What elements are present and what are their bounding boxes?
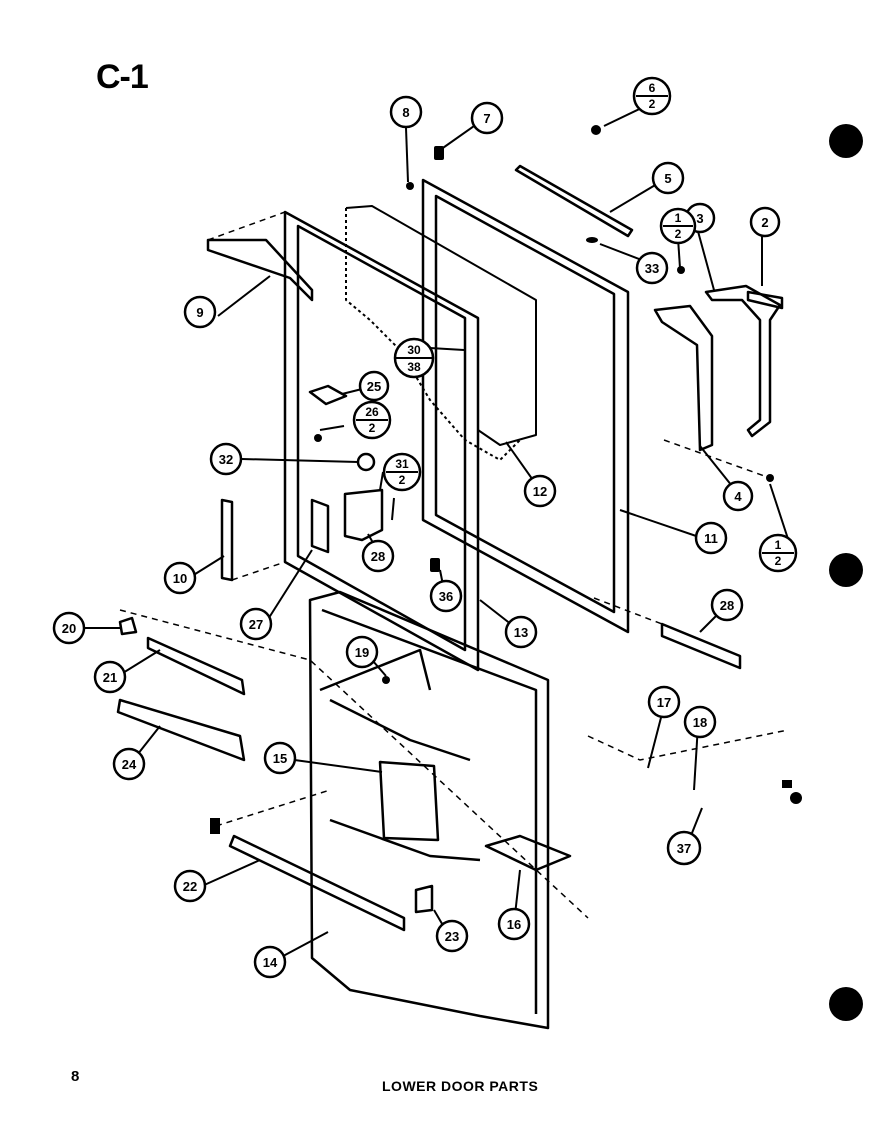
part-side-strip — [220, 498, 234, 582]
part-door-liner — [308, 590, 550, 1030]
callout-5 — [651, 161, 685, 195]
callout-32 — [209, 442, 243, 476]
callout-13 — [504, 615, 538, 649]
callout-20 — [52, 611, 86, 645]
part-center-plate — [378, 760, 440, 842]
callout-label: 4 — [734, 489, 742, 504]
callout-19 — [345, 635, 379, 669]
callout-8 — [389, 95, 423, 129]
fraction-bottom: 2 — [399, 473, 406, 487]
binder-hole-bottom — [829, 987, 863, 1021]
callout-label: 36 — [439, 589, 453, 604]
callout-33 — [635, 251, 669, 285]
fraction-top: 6 — [649, 81, 656, 95]
binder-hole-middle — [829, 553, 863, 587]
callout-label: 12 — [533, 484, 547, 499]
callout-25 — [358, 370, 390, 402]
callout-16 — [497, 907, 531, 941]
callout-label: 19 — [355, 645, 369, 660]
fraction-top: 31 — [395, 457, 409, 471]
callout-label: 25 — [367, 379, 381, 394]
part-outer-door-frame — [421, 178, 630, 634]
fraction-bottom: 2 — [775, 554, 782, 568]
part-insulation-panel — [345, 205, 537, 446]
callout-label: 9 — [196, 305, 203, 320]
callout-label: 21 — [103, 670, 117, 685]
binder-hole-top — [829, 124, 863, 158]
callout-label: 20 — [62, 621, 76, 636]
callout-28a — [361, 539, 395, 573]
page-title: LOWER DOOR PARTS — [382, 1078, 539, 1094]
fraction-top: 30 — [407, 343, 421, 357]
callout-label: 28 — [371, 549, 385, 564]
callout-37 — [666, 830, 702, 866]
callout-24 — [112, 747, 146, 781]
page-code: C-1 — [96, 58, 149, 96]
callout-15 — [263, 741, 297, 775]
callout-label: 8 — [402, 105, 409, 120]
callout-label: 10 — [173, 571, 187, 586]
callout-label: 13 — [514, 625, 528, 640]
part-top-trim — [206, 238, 314, 302]
callout-7 — [470, 101, 504, 135]
callout-21 — [93, 660, 127, 694]
callout-14 — [253, 945, 287, 979]
fraction-top: 26 — [365, 405, 379, 419]
callout-4 — [722, 480, 754, 512]
part-hinge-cover — [704, 284, 782, 438]
fraction-top: 1 — [675, 211, 682, 225]
callout-36 — [429, 579, 463, 613]
callout-label: 17 — [657, 695, 671, 710]
callout-label: 37 — [677, 841, 691, 856]
callout-label: 16 — [507, 917, 521, 932]
callout-22 — [173, 869, 207, 903]
part-bottom-strip — [660, 622, 742, 670]
part-shelf-bar — [146, 636, 246, 696]
callout-label: 11 — [704, 531, 718, 546]
callout-23 — [435, 919, 469, 953]
fraction-bottom: 2 — [369, 421, 376, 435]
part-small-tray — [484, 834, 572, 872]
part-hinge-strip — [514, 164, 634, 238]
callout-label: 3 — [696, 211, 703, 226]
part-inner-frame — [283, 210, 480, 672]
callout-17 — [647, 685, 681, 719]
callout-label: 27 — [249, 617, 263, 632]
callout-label: 23 — [445, 929, 459, 944]
callout-label: 28 — [720, 598, 734, 613]
callout-27 — [239, 607, 273, 641]
callout-29 — [710, 588, 744, 622]
callout-label: 32 — [219, 452, 233, 467]
page-number: 8 — [71, 1068, 80, 1085]
callout-10 — [163, 561, 197, 595]
part-hinge-bracket — [653, 304, 714, 452]
part-bottom-rail — [228, 834, 406, 932]
callout-label: 14 — [263, 955, 278, 970]
callout-label: 5 — [664, 171, 671, 186]
callout-2 — [749, 206, 781, 238]
callout-label: 24 — [122, 757, 137, 772]
callout-label: 2 — [761, 215, 768, 230]
fraction-top: 1 — [775, 538, 782, 552]
callout-9 — [183, 295, 217, 329]
part-egg-tray — [116, 698, 246, 762]
callout-18 — [683, 705, 717, 739]
fraction-bottom: 38 — [407, 360, 421, 374]
callout-label: 22 — [183, 879, 197, 894]
fraction-bottom: 2 — [649, 97, 656, 111]
callout-label: 15 — [273, 751, 287, 766]
callout-12 — [523, 474, 557, 508]
callout-11 — [694, 521, 728, 555]
callout-label: 33 — [645, 261, 659, 276]
callout-label: 18 — [693, 715, 707, 730]
callout-label: 7 — [483, 111, 490, 126]
fraction-bottom: 2 — [675, 227, 682, 241]
